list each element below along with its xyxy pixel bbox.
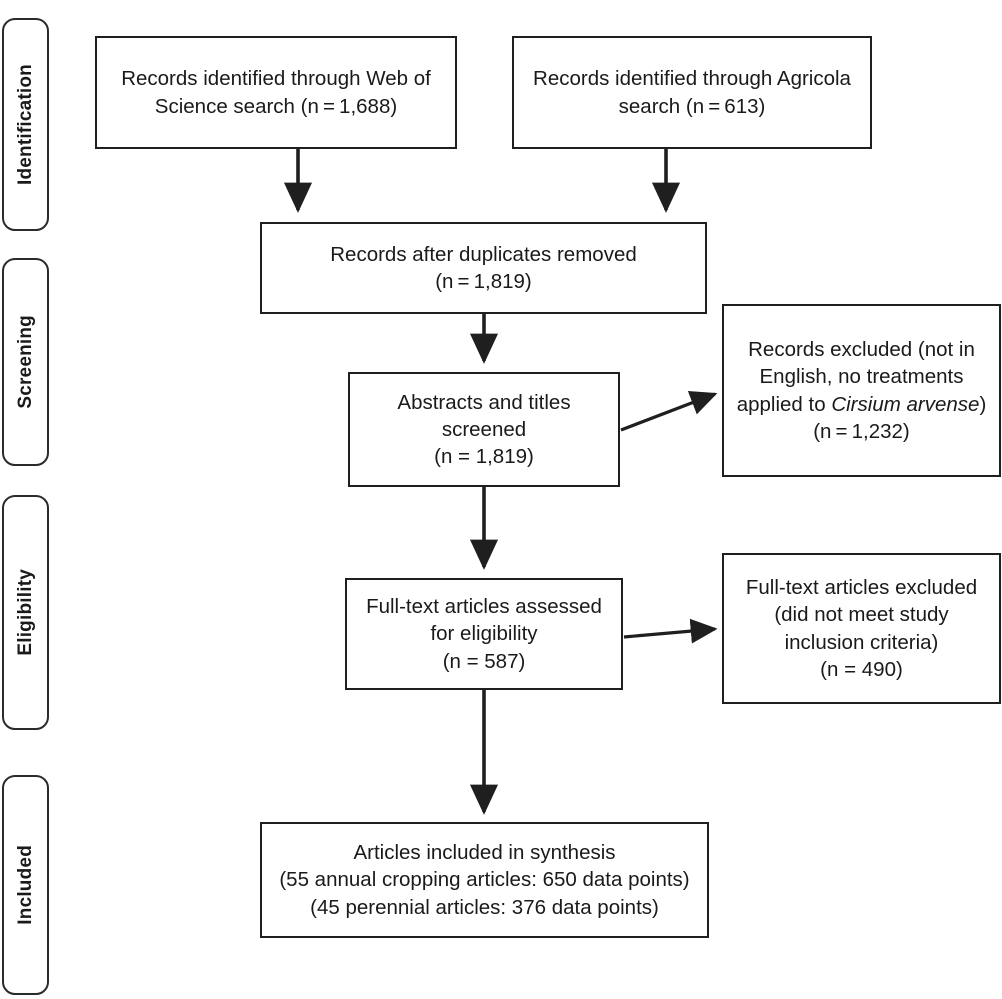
- stage-tab-screening-label: Screening: [15, 315, 36, 409]
- stage-tab-included-label: Included: [15, 845, 36, 925]
- box-records-excluded-line3-suffix: ): [979, 392, 987, 416]
- stage-tab-included: Included: [2, 775, 49, 995]
- arrow-fulltext-to-fulltext-excluded: [623, 618, 718, 644]
- stage-tab-identification: Identification: [2, 18, 49, 231]
- box-records-excluded-line2: English, no treatments: [759, 365, 964, 389]
- box-duplicates-removed-text: Records after duplicates removed (n = 1,…: [330, 242, 637, 293]
- box-fulltext-excluded: Full-text articles excluded (did not mee…: [722, 553, 1001, 704]
- box-records-excluded-species: Cirsium arvense: [831, 392, 980, 416]
- box-records-excluded-line3-prefix: applied to: [736, 392, 832, 416]
- box-records-agricola-text: Records identified through Agricola sear…: [533, 67, 851, 118]
- box-fulltext-excluded-text: Full-text articles excluded (did not mee…: [745, 576, 978, 681]
- stage-tab-identification-label: Identification: [15, 63, 36, 186]
- box-records-excluded-text: Records excluded (not in English, no trea…: [727, 336, 997, 444]
- stage-tab-eligibility: Eligibility: [2, 495, 49, 730]
- box-fulltext-assessed: Full-text articles assessed for eligibil…: [345, 578, 623, 690]
- stage-tab-eligibility-label: Eligibility: [15, 569, 36, 656]
- box-records-excluded: Records excluded (not in English, no trea…: [722, 304, 1001, 477]
- box-included-synthesis-text: Articles included in synthesis (55 annua…: [279, 841, 690, 919]
- box-records-excluded-line1: Records excluded (not in: [748, 338, 975, 362]
- arrow-screened-to-records-excluded: [620, 391, 718, 432]
- box-abstracts-titles-screened-text: Abstracts and titles screened (n = 1,819…: [397, 390, 571, 469]
- box-records-agricola: Records identified through Agricola sear…: [512, 36, 872, 149]
- stage-tab-screening: Screening: [2, 258, 49, 466]
- box-fulltext-assessed-text: Full-text articles assessed for eligibil…: [366, 595, 602, 673]
- box-abstracts-titles-screened: Abstracts and titles screened (n = 1,819…: [348, 372, 620, 487]
- box-included-synthesis: Articles included in synthesis (55 annua…: [260, 822, 709, 938]
- box-records-web-of-science: Records identified through Web of Scienc…: [95, 36, 457, 149]
- box-records-excluded-line4: (n = 1,232): [813, 419, 910, 443]
- box-duplicates-removed: Records after duplicates removed (n = 1,…: [260, 222, 707, 314]
- box-records-web-of-science-text: Records identified through Web of Scienc…: [121, 67, 431, 118]
